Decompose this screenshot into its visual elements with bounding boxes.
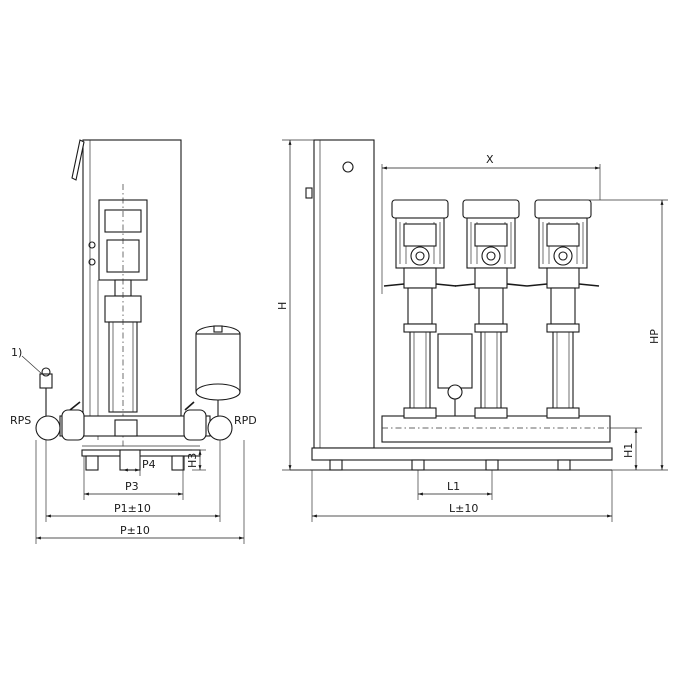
dim-p1: P1±10 bbox=[114, 502, 151, 515]
front-manifold bbox=[381, 415, 611, 443]
rps-label: RPS bbox=[10, 414, 31, 427]
dim-l: L±10 bbox=[449, 502, 478, 515]
front-control-cabinet bbox=[313, 139, 375, 449]
dim-l1: L1 bbox=[447, 480, 460, 493]
dim-hp: HP bbox=[648, 329, 661, 344]
pump-3 bbox=[526, 199, 600, 419]
front-baseframe bbox=[311, 447, 613, 461]
front-view: X H HP H1 L1 L±10 bbox=[276, 139, 668, 522]
baseframe bbox=[81, 449, 201, 457]
dim-h3: H3 bbox=[186, 453, 199, 468]
dim-p3: P3 bbox=[125, 480, 139, 493]
rpd-label: RPD bbox=[234, 414, 257, 427]
dim-p4: P4 bbox=[142, 458, 156, 471]
cabinet-door bbox=[71, 139, 85, 181]
note-label: 1) bbox=[11, 346, 22, 359]
discharge-flange bbox=[207, 415, 233, 441]
dim-h: H bbox=[276, 302, 289, 310]
dim-p: P±10 bbox=[120, 524, 150, 537]
side-view: 1) RPS RPD P4 H3 P3 P1±10 P±10 bbox=[10, 139, 257, 544]
front-tank bbox=[437, 333, 473, 389]
suction-flange bbox=[35, 415, 61, 441]
pressure-tank bbox=[195, 333, 241, 393]
dim-h1: H1 bbox=[622, 443, 635, 458]
dim-x: X bbox=[486, 153, 494, 166]
